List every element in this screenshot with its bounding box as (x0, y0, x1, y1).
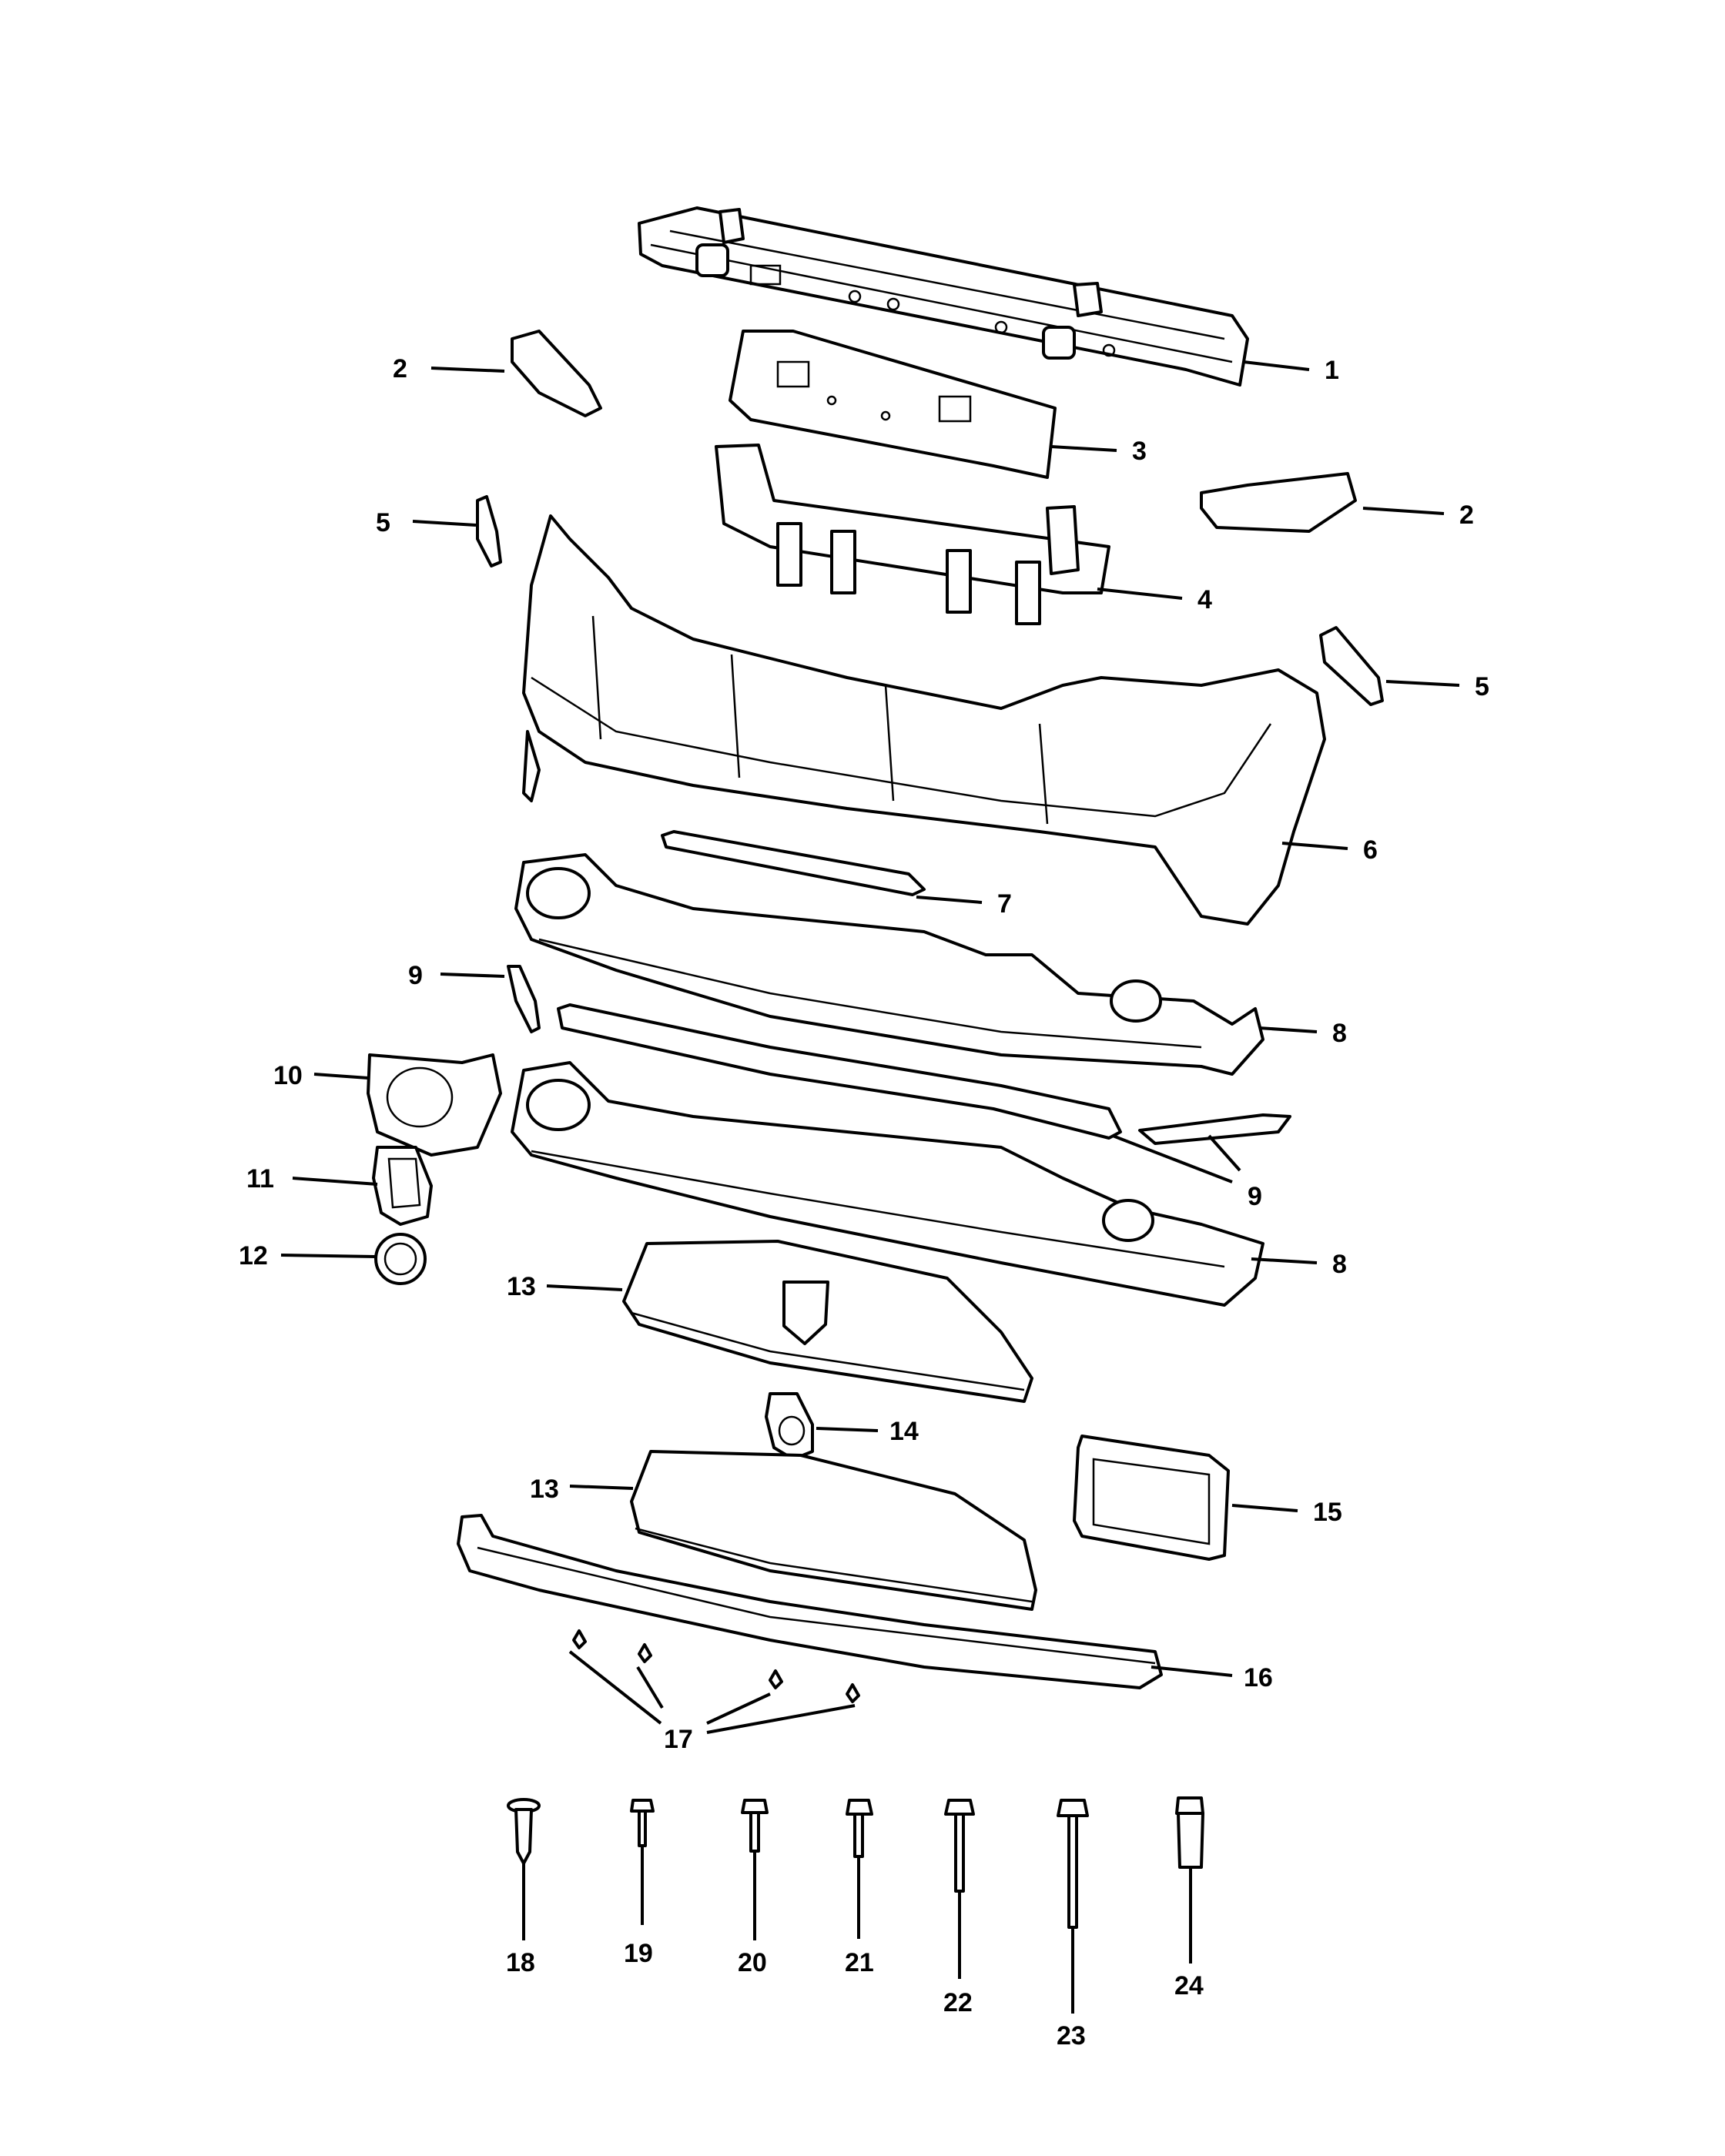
callout-12: 12 (239, 1241, 268, 1270)
bolt-22[interactable] (944, 1799, 975, 1893)
screw-20[interactable] (741, 1799, 769, 1853)
callout-1: 1 (1325, 356, 1339, 385)
callout-24: 24 (1174, 1971, 1204, 2000)
callout-4: 4 (1197, 585, 1212, 614)
end-cap-left[interactable] (507, 965, 541, 1033)
callout-labels: 1 2 2 3 4 5 5 6 7 8 8 9 9 10 11 12 13 13… (239, 354, 1489, 2051)
callout-7: 7 (997, 889, 1012, 919)
callout-18: 18 (506, 1948, 535, 1977)
lower-molding[interactable] (557, 1003, 1291, 1145)
fog-lamp-ring[interactable] (374, 1233, 427, 1285)
callout-9-lower: 9 (1248, 1182, 1262, 1211)
callout-21: 21 (845, 1948, 874, 1977)
callout-23: 23 (1057, 2021, 1086, 2051)
grille-bracket-right[interactable] (1200, 472, 1357, 533)
callout-22: 22 (943, 1988, 973, 2017)
side-bracket-right[interactable] (1319, 626, 1384, 706)
callout-10: 10 (273, 1061, 303, 1090)
air-dam[interactable] (457, 1514, 1163, 1689)
front-fascia[interactable] (522, 514, 1326, 926)
callout-15: 15 (1313, 1498, 1342, 1527)
callout-13-lower: 13 (530, 1475, 559, 1504)
callout-19: 19 (624, 1939, 653, 1968)
clips[interactable] (572, 1629, 860, 1703)
push-pin[interactable] (507, 1798, 541, 1865)
bolt-23[interactable] (1057, 1799, 1089, 1929)
callout-5-right: 5 (1475, 672, 1489, 701)
leader-lines (280, 360, 1460, 2014)
side-bracket-left[interactable] (476, 495, 502, 567)
lower-fascia-lower[interactable] (511, 1061, 1264, 1307)
callout-2-left: 2 (393, 354, 407, 383)
callout-13-upper: 13 (507, 1272, 536, 1301)
callout-20: 20 (738, 1948, 767, 1977)
grille-upper[interactable] (622, 1240, 1033, 1403)
absorber-panel[interactable] (729, 330, 1057, 479)
callout-9-left: 9 (408, 961, 423, 990)
callout-8-lower: 8 (1332, 1250, 1347, 1279)
grille-lower[interactable] (630, 1450, 1037, 1611)
callout-2-right: 2 (1459, 500, 1474, 530)
grille-bracket-left[interactable] (511, 330, 602, 417)
callout-11: 11 (246, 1164, 274, 1194)
nut-24[interactable] (1175, 1796, 1204, 1869)
callout-5-left: 5 (376, 508, 390, 537)
callout-3: 3 (1132, 437, 1147, 466)
screw-19[interactable] (630, 1799, 655, 1847)
lower-fascia-upper[interactable] (514, 853, 1264, 1076)
callout-6: 6 (1363, 835, 1378, 865)
callout-17: 17 (664, 1725, 693, 1754)
callout-16: 16 (1244, 1663, 1273, 1692)
upper-molding[interactable] (661, 830, 926, 896)
bolt-21[interactable] (846, 1799, 873, 1858)
reinforcement-beam[interactable] (638, 206, 1249, 387)
fog-lamp-bezel[interactable] (367, 1053, 502, 1157)
energy-absorber[interactable] (715, 444, 1110, 625)
license-bracket[interactable] (1073, 1435, 1230, 1561)
callout-8-upper: 8 (1332, 1019, 1347, 1048)
bezel-trim-ring[interactable] (372, 1146, 433, 1226)
tow-hook-cover[interactable] (765, 1392, 814, 1461)
callout-14: 14 (889, 1417, 919, 1446)
